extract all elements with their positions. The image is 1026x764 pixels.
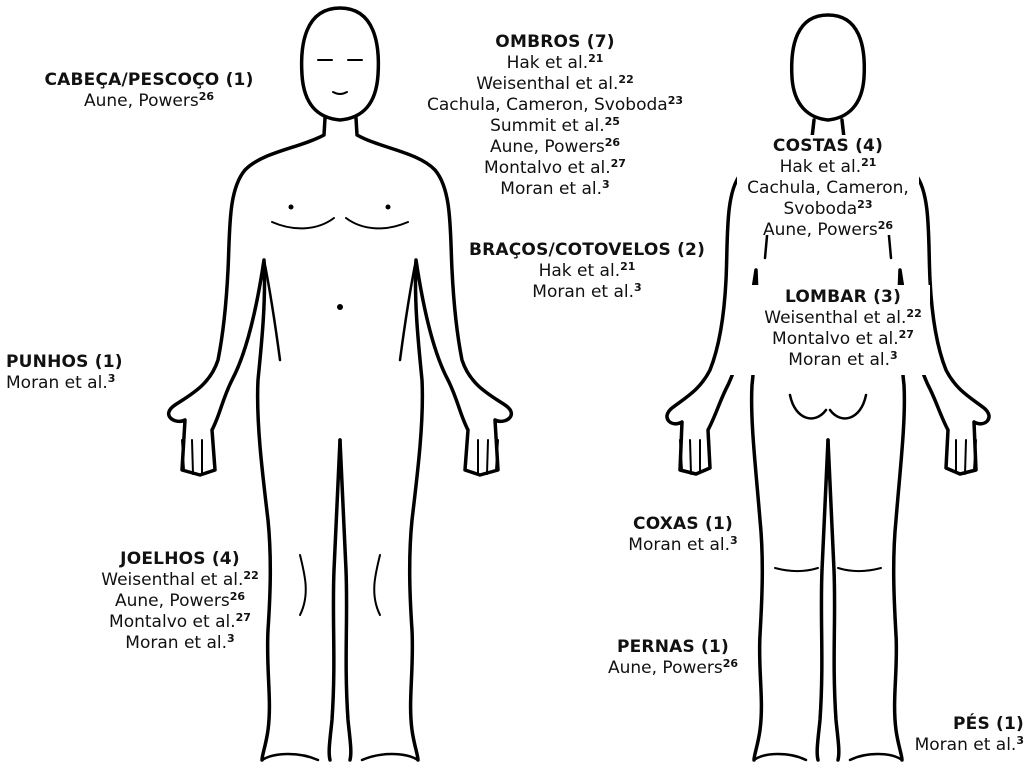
citation-number: 26 bbox=[605, 136, 620, 149]
citation: Moran et al.3 bbox=[80, 633, 280, 654]
citation-number: 21 bbox=[588, 52, 603, 65]
citation-number: 21 bbox=[861, 156, 876, 169]
citation-number: 22 bbox=[906, 307, 921, 320]
citation-number: 26 bbox=[723, 657, 738, 670]
region-title: JOELHOS (4) bbox=[80, 549, 280, 570]
citation: Moran et al.3 bbox=[748, 350, 938, 371]
citation: Weisenthal et al.22 bbox=[80, 570, 280, 591]
citation-text: Aune, Powers bbox=[490, 137, 605, 157]
citation: Montalvo et al.27 bbox=[405, 158, 705, 179]
citation: Aune, Powers26 bbox=[80, 591, 280, 612]
citation-number: 23 bbox=[857, 198, 872, 211]
citation: Moran et al.3 bbox=[6, 373, 146, 394]
citation-number: 22 bbox=[243, 569, 258, 582]
citation-text: Hak et al. bbox=[780, 157, 862, 177]
citation-text: Hak et al. bbox=[539, 261, 621, 281]
citation-number: 27 bbox=[236, 611, 251, 624]
region-title: COSTAS (4) bbox=[733, 136, 923, 157]
region-legs: PERNAS (1)Aune, Powers26 bbox=[588, 637, 758, 679]
citation-number: 3 bbox=[634, 281, 642, 294]
citation-text: Moran et al. bbox=[915, 735, 1017, 755]
citation: Aune, Powers26 bbox=[405, 137, 705, 158]
citation-number: 21 bbox=[620, 260, 635, 273]
citation: Moran et al.3 bbox=[452, 282, 722, 303]
citation-text: Moran et al. bbox=[628, 535, 730, 555]
citation-number: 26 bbox=[878, 219, 893, 232]
citation: Moran et al.3 bbox=[890, 735, 1024, 756]
citation-text: Aune, Powers bbox=[608, 658, 723, 678]
citation: Hak et al.21 bbox=[405, 53, 705, 74]
region-title: PÉS (1) bbox=[890, 714, 1024, 735]
region-wrists: PUNHOS (1)Moran et al.3 bbox=[6, 352, 146, 394]
front-head bbox=[302, 8, 379, 120]
region-feet: PÉS (1)Moran et al.3 bbox=[890, 714, 1024, 756]
citation-text: Weisenthal et al. bbox=[764, 308, 906, 328]
region-title: BRAÇOS/COTOVELOS (2) bbox=[452, 240, 722, 261]
citation-text: Montalvo et al. bbox=[109, 612, 236, 632]
citation-number: 27 bbox=[611, 157, 626, 170]
citation-number: 3 bbox=[730, 534, 738, 547]
citation-number: 26 bbox=[230, 590, 245, 603]
citation: Weisenthal et al.22 bbox=[748, 308, 938, 329]
citation: Summit et al.25 bbox=[405, 116, 705, 137]
region-title: LOMBAR (3) bbox=[748, 287, 938, 308]
region-head-neck: CABEÇA/PESCOÇO (1)Aune, Powers26 bbox=[29, 70, 269, 112]
citation-number: 22 bbox=[618, 73, 633, 86]
citation-text: Weisenthal et al. bbox=[101, 570, 243, 590]
citation: Aune, Powers26 bbox=[733, 220, 923, 241]
region-thighs: COXAS (1)Moran et al.3 bbox=[608, 514, 758, 556]
citation-number: 3 bbox=[227, 632, 235, 645]
citation-number: 23 bbox=[668, 94, 683, 107]
citation: Aune, Powers26 bbox=[588, 658, 758, 679]
citation-text: Montalvo et al. bbox=[484, 158, 611, 178]
citation-text: Weisenthal et al. bbox=[476, 74, 618, 94]
citation-number: 3 bbox=[108, 372, 116, 385]
citation-number: 3 bbox=[890, 349, 898, 362]
citation-number: 3 bbox=[602, 178, 610, 191]
citation: Hak et al.21 bbox=[452, 261, 722, 282]
citation: Montalvo et al.27 bbox=[80, 612, 280, 633]
region-title: COXAS (1) bbox=[608, 514, 758, 535]
citation-text: Moran et al. bbox=[6, 373, 108, 393]
citation: Hak et al.21 bbox=[733, 157, 923, 178]
citation-text: Aune, Powers bbox=[84, 91, 199, 111]
citation-text: Moran et al. bbox=[532, 282, 634, 302]
citation-text: Svoboda bbox=[784, 199, 858, 219]
citation: Cachula, Cameron, Svoboda23 bbox=[405, 95, 705, 116]
region-title: CABEÇA/PESCOÇO (1) bbox=[29, 70, 269, 91]
citation: Weisenthal et al.22 bbox=[405, 74, 705, 95]
citation-text: Cachula, Cameron, bbox=[747, 178, 909, 198]
citation-text: Hak et al. bbox=[507, 53, 589, 73]
citation: Montalvo et al.27 bbox=[748, 329, 938, 350]
citation-text: Moran et al. bbox=[788, 350, 890, 370]
citation-text: Moran et al. bbox=[500, 179, 602, 199]
citation-text: Cachula, Cameron, Svoboda bbox=[427, 95, 668, 115]
citation-text: Montalvo et al. bbox=[772, 329, 899, 349]
citation-number: 27 bbox=[899, 328, 914, 341]
citation-text: Moran et al. bbox=[125, 633, 227, 653]
back-head bbox=[792, 15, 865, 120]
region-title: OMBROS (7) bbox=[405, 32, 705, 53]
citation: Moran et al.3 bbox=[608, 535, 758, 556]
citation: Aune, Powers26 bbox=[29, 91, 269, 112]
citation: Moran et al.3 bbox=[405, 179, 705, 200]
citation-text: Aune, Powers bbox=[115, 591, 230, 611]
region-title: PUNHOS (1) bbox=[6, 352, 146, 373]
citation: Cachula, Cameron, bbox=[733, 178, 923, 199]
citation-number: 26 bbox=[199, 90, 214, 103]
citation-text: Aune, Powers bbox=[763, 220, 878, 240]
citation: Svoboda23 bbox=[733, 199, 923, 220]
citation-number: 25 bbox=[605, 115, 620, 128]
citation-text: Summit et al. bbox=[490, 116, 605, 136]
region-title: PERNAS (1) bbox=[588, 637, 758, 658]
citation-number: 3 bbox=[1016, 734, 1024, 747]
